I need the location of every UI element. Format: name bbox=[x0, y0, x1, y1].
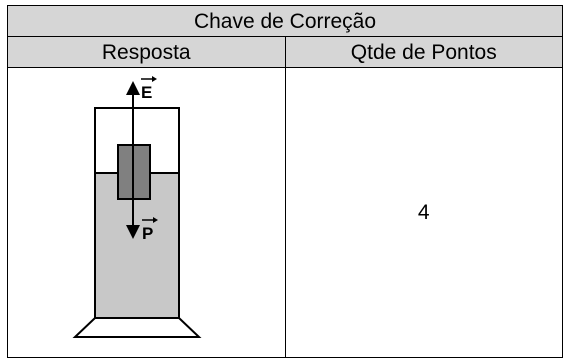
vector-mark-weight-head bbox=[153, 216, 159, 223]
table-row: E P 4 bbox=[7, 67, 563, 358]
answer-cell: E P bbox=[7, 67, 286, 358]
label-thrust: E bbox=[141, 83, 152, 102]
header-answer: Resposta bbox=[7, 36, 286, 68]
points-cell: 4 bbox=[284, 67, 563, 358]
arrow-down-icon bbox=[126, 224, 141, 239]
vector-mark-thrust-head bbox=[152, 75, 158, 82]
label-weight: P bbox=[142, 224, 153, 243]
header-row: Resposta Qtde de Pontos bbox=[7, 36, 563, 68]
container-base bbox=[72, 316, 202, 338]
header-points: Qtde de Pontos bbox=[284, 36, 563, 68]
title-row: Chave de Correção bbox=[7, 5, 563, 37]
answer-key-table: Chave de Correção Resposta Qtde de Ponto… bbox=[7, 5, 563, 358]
forces-diagram: E P bbox=[72, 75, 202, 338]
arrow-up-icon bbox=[126, 80, 141, 95]
table-title: Chave de Correção bbox=[7, 5, 563, 37]
